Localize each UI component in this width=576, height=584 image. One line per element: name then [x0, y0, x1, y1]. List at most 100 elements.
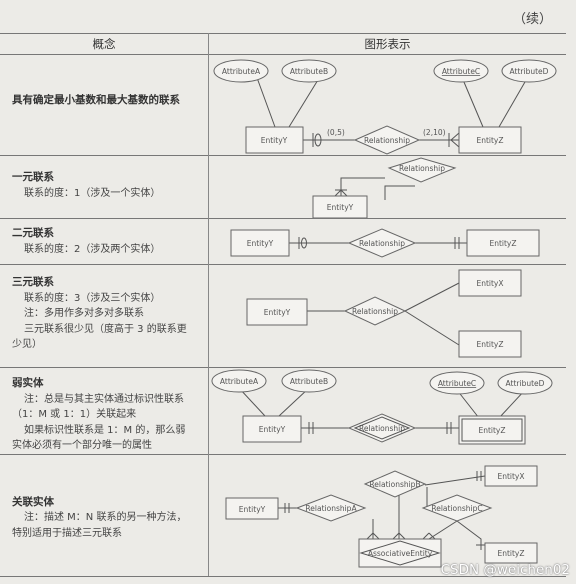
attribute-d-label: AttributeD [506, 379, 545, 388]
concept-line: 联系的度：1（涉及一个实体） [24, 187, 161, 199]
concept-title: 关联实体 [12, 495, 54, 508]
concept-line: （1：M 或 1：1）关联起来 [12, 409, 137, 420]
attribute-c-label: AttributeC [438, 379, 476, 388]
entity-y-label: EntityY [327, 203, 354, 212]
entity-z-label: EntityZ [489, 239, 516, 248]
entity-x-label: EntityX [497, 472, 524, 481]
row-unary: 一元联系 联系的度：1（涉及一个实体） Relationship EntityY [0, 155, 566, 219]
entity-y-label: EntityY [259, 425, 286, 434]
row-binary: 二元联系 联系的度：2（涉及两个实体） EntityY Relationship… [0, 218, 566, 265]
associative-entity-diagram: RelationshipB EntityX EntityY Relationsh… [225, 465, 538, 567]
entity-y-label: EntityY [239, 505, 266, 514]
relationship-label: Relationship [352, 307, 398, 316]
csdn-watermark: CSDN @weichen02 [440, 562, 570, 578]
concept-title: 一元联系 [12, 171, 54, 183]
binary-diagram: EntityY Relationship EntityZ [230, 228, 540, 258]
attribute-a-ellipse [213, 59, 269, 83]
weak-entity-diagram: AttributeA AttributeB AttributeC Attribu… [211, 369, 553, 445]
attribute-c-ellipse [429, 371, 485, 395]
concept-line: 注：描述 M：N 联系的另一种方法， [24, 512, 187, 523]
attribute-a-label: AttributeA [222, 67, 261, 76]
diagram-cell: AttributeA AttributeB AttributeC Attribu… [208, 54, 566, 156]
cardinality-diagram: AttributeA AttributeB AttributeC Attribu… [213, 59, 557, 155]
concept-title: 三元联系 [12, 276, 54, 288]
concept-cell: 一元联系 联系的度：1（涉及一个实体） [0, 155, 209, 219]
row-cardinality: 具有确定最小基数和最大基数的联系 AttributeA AttributeB A… [0, 54, 566, 156]
concept-line: 三元联系很少见（度高于 3 的联系更 [24, 323, 187, 335]
entity-z-label: EntityZ [478, 426, 505, 435]
associative-entity-label: AssociativeEntity [368, 549, 433, 558]
concept-line: 联系的度：2（涉及两个实体） [24, 243, 161, 255]
attribute-d-label: AttributeD [510, 67, 549, 76]
relationship-b-label: RelationshipB [369, 480, 420, 489]
concept-line: 注：总是与其主实体通过标识性联系 [24, 393, 184, 405]
cardinality-right: (2,10) [423, 128, 446, 137]
header-row: 概念 图形表示 [0, 33, 566, 55]
attribute-a-label: AttributeA [220, 377, 259, 386]
weak-entity-z-box [458, 415, 526, 445]
entity-x-box [458, 269, 522, 297]
entity-y-box [246, 298, 308, 326]
concept-line: 如果标识性联系是 1：M 的，那么弱 [24, 424, 186, 436]
er-notation-table: 概念 图形表示 具有确定最小基数和最大基数的联系 AttributeA Attr… [0, 33, 566, 577]
relationship-a-diamond [295, 493, 367, 522]
entity-z-label: EntityZ [497, 549, 524, 558]
relationship-c-diamond [421, 493, 493, 522]
entity-x-box [484, 465, 538, 486]
relationship-c-label: RelationshipC [431, 504, 482, 513]
relationship-label: Relationship [399, 164, 445, 173]
diagram-cell: Relationship EntityY [208, 155, 566, 219]
concept-title: 二元联系 [12, 227, 54, 239]
attribute-d-ellipse [501, 59, 557, 83]
entity-y-box [230, 229, 290, 257]
entity-y-label: EntityY [264, 308, 291, 317]
entity-y-label: EntityY [261, 136, 288, 145]
attribute-d-ellipse [497, 371, 553, 395]
concept-cell: 关联实体 注：描述 M：N 联系的另一种方法， 特别适用于描述三元联系 [0, 453, 209, 577]
concept-line: 特别适用于描述三元联系 [12, 527, 122, 539]
attribute-b-ellipse [281, 369, 337, 393]
attribute-b-ellipse [281, 59, 337, 83]
entity-y-box [242, 415, 302, 443]
concept-cell: 弱实体 注：总是与其主实体通过标识性联系 （1：M 或 1：1）关联起来 如果标… [0, 367, 209, 454]
attribute-b-label: AttributeB [290, 377, 328, 386]
relationship-diamond [343, 296, 407, 326]
header-diagram: 图形表示 [208, 33, 566, 55]
entity-y-box [245, 126, 304, 154]
entity-z-label: EntityZ [476, 136, 503, 145]
concept-line: 联系的度：3（涉及三个实体） [24, 292, 161, 304]
concept-line: 注：多用作多对多对多联系 [24, 308, 144, 319]
concept-cell: 二元联系 联系的度：2（涉及两个实体） [0, 218, 209, 265]
entity-z-box [458, 126, 522, 154]
row-associative-entity: 关联实体 注：描述 M：N 联系的另一种方法， 特别适用于描述三元联系 [0, 453, 566, 577]
relationship-label: Relationship [364, 136, 410, 145]
relationship-diamond [353, 125, 421, 155]
ternary-diagram: EntityY Relationship EntityX EntityZ [246, 269, 522, 358]
continued-label: （续） [512, 12, 552, 27]
entity-y-label: EntityY [247, 239, 274, 248]
concept-cell: 三元联系 联系的度：3（涉及三个实体） 注：多用作多对多对多联系 三元联系很少见… [0, 264, 209, 368]
entity-z-box [466, 229, 540, 257]
unary-diagram: Relationship EntityY [312, 157, 457, 218]
identifying-relationship-diamond [347, 413, 417, 443]
attribute-b-label: AttributeB [290, 67, 328, 76]
header-concept: 概念 [0, 33, 209, 55]
relationship-b-diamond [363, 469, 427, 498]
attribute-a-ellipse [211, 369, 267, 393]
attribute-c-label: AttributeC [442, 67, 480, 76]
attribute-c-ellipse [433, 59, 489, 83]
relationship-diamond [347, 228, 417, 258]
cardinality-left: (0,5) [327, 128, 345, 137]
concept-title: 弱实体 [12, 377, 44, 389]
entity-y-box [225, 497, 279, 519]
relationship-a-label: RelationshipA [305, 504, 357, 513]
diagram-cell: EntityY Relationship EntityZ [208, 218, 566, 265]
diagram-cell: RelationshipB EntityX EntityY Relationsh… [208, 453, 566, 577]
relationship-diamond [387, 157, 457, 183]
concept-cell: 具有确定最小基数和最大基数的联系 [0, 54, 209, 156]
entity-z-label: EntityZ [476, 340, 503, 349]
associative-entity-box [358, 538, 442, 567]
row-weak-entity: 弱实体 注：总是与其主实体通过标识性联系 （1：M 或 1：1）关联起来 如果标… [0, 367, 566, 454]
relationship-label: Relationship [359, 239, 405, 248]
concept-line: 少见） [12, 339, 42, 350]
